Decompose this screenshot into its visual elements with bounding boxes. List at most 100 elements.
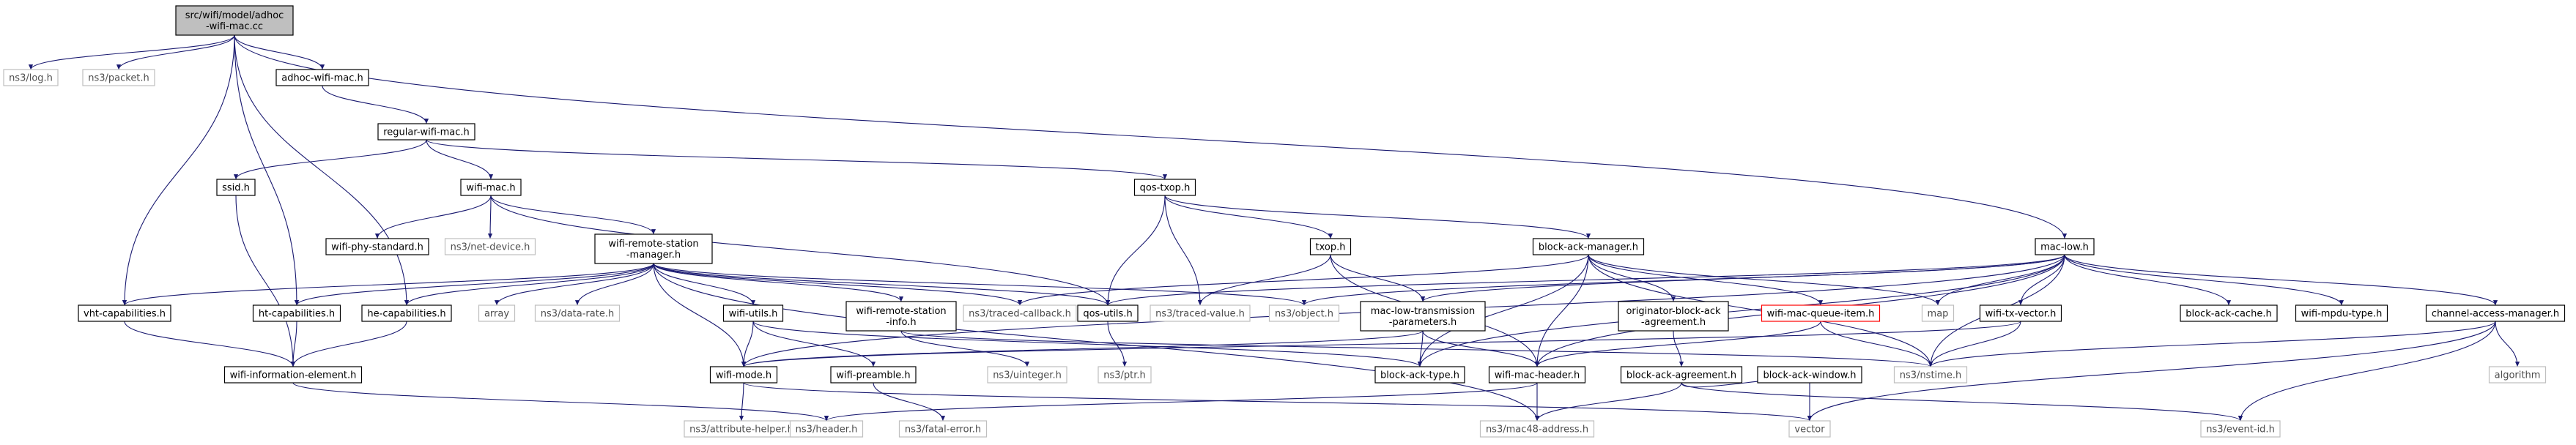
node-fatal: ns3/fatal-error.h bbox=[898, 420, 988, 438]
edge-wrsm-to-he bbox=[404, 263, 654, 306]
edge-root-to-maclow bbox=[234, 34, 2067, 239]
edge-qosutils-to-ptr bbox=[1107, 321, 1128, 367]
edge-maclow-to-cam bbox=[2064, 254, 2498, 306]
node-box bbox=[1268, 304, 1340, 322]
edge-txvector-to-nstime bbox=[1928, 321, 2021, 367]
edge-wifiutils-to-preamble bbox=[752, 321, 876, 367]
node-baagree[interactable]: block-ack-agreement.h bbox=[1620, 366, 1743, 384]
edge-cam-to-vector bbox=[1807, 321, 2496, 422]
node-wrsi[interactable]: wifi-remote-station-info.h bbox=[845, 301, 957, 332]
node-box bbox=[377, 123, 475, 141]
edge-cam-to-nstime bbox=[1928, 321, 2496, 367]
node-qosutils[interactable]: qos-utils.h bbox=[1077, 304, 1139, 322]
node-label: vector bbox=[1794, 425, 1825, 435]
node-mltp[interactable]: mac-low-transmission-parameters.h bbox=[1360, 301, 1486, 332]
edge-oba-to-baagree bbox=[1673, 330, 1684, 367]
node-root[interactable]: src/wifi/model/adhoc-wifi-mac.cc bbox=[175, 5, 294, 36]
node-box bbox=[830, 366, 917, 384]
edge-wmqi-to-nstime bbox=[1820, 321, 1933, 367]
node-preamble[interactable]: wifi-preamble.h bbox=[830, 366, 917, 384]
node-wifimac[interactable]: wifi-mac.h bbox=[460, 179, 522, 196]
node-label: ns3/traced-value.h bbox=[1155, 309, 1245, 320]
edge-wifimac-to-qosutils bbox=[490, 195, 1111, 306]
node-box bbox=[3, 69, 59, 86]
node-box bbox=[1479, 420, 1595, 438]
node-box bbox=[1077, 304, 1139, 322]
node-log: ns3/log.h bbox=[3, 69, 59, 86]
edge-qostxop-to-qosutils bbox=[1105, 195, 1166, 306]
node-wifimode[interactable]: wifi-mode.h bbox=[709, 366, 778, 384]
node-txop[interactable]: txop.h bbox=[1309, 238, 1352, 255]
edge-maclow-to-mpdutype bbox=[2064, 254, 2344, 306]
node-box bbox=[898, 420, 988, 438]
node-wmh[interactable]: wifi-mac-header.h bbox=[1488, 366, 1586, 384]
node-maclow[interactable]: mac-low.h bbox=[2035, 238, 2095, 255]
node-adhoc[interactable]: adhoc-wifi-mac.h bbox=[275, 69, 369, 86]
node-txvector[interactable]: wifi-tx-vector.h bbox=[1979, 304, 2062, 322]
node-box bbox=[325, 238, 429, 255]
node-wifiutils[interactable]: wifi-utils.h bbox=[722, 304, 784, 322]
node-label: -manager.h bbox=[626, 250, 681, 261]
edge-wrsm-to-wifimode bbox=[653, 263, 747, 367]
node-algorithm: algorithm bbox=[2488, 366, 2547, 384]
edge-preamble-to-fatal bbox=[873, 382, 946, 422]
node-ssid[interactable]: ssid.h bbox=[216, 179, 256, 196]
node-regular[interactable]: regular-wifi-mac.h bbox=[377, 123, 475, 141]
node-qostxop[interactable]: qos-txop.h bbox=[1133, 179, 1196, 196]
node-phystd[interactable]: wifi-phy-standard.h bbox=[325, 238, 429, 255]
edge-wifimode-to-vector bbox=[743, 382, 1812, 422]
node-wmqi[interactable]: wifi-mac-queue-item.h bbox=[1761, 304, 1881, 322]
node-tracedval: ns3/traced-value.h bbox=[1150, 304, 1251, 322]
node-vht[interactable]: vht-capabilities.h bbox=[78, 304, 171, 322]
node-batype[interactable]: block-ack-type.h bbox=[1374, 366, 1465, 384]
node-netdev: ns3/net-device.h bbox=[444, 238, 536, 255]
edge-maclow-to-qosutils bbox=[1106, 254, 2065, 306]
edge-regular-to-wifimac bbox=[426, 139, 494, 180]
node-vector: vector bbox=[1788, 420, 1831, 438]
node-oba[interactable]: originator-block-ack-agreement.h bbox=[1618, 301, 1729, 332]
node-label: mac-low-transmission bbox=[1371, 306, 1475, 317]
node-label: ns3/fatal-error.h bbox=[905, 425, 981, 435]
node-bawin[interactable]: block-ack-window.h bbox=[1757, 366, 1862, 384]
edge-vht-to-wie bbox=[124, 321, 296, 367]
edge-wrsm-to-tracedcb bbox=[653, 263, 1022, 306]
node-label: ns3/nstime.h bbox=[1900, 370, 1961, 381]
node-label: wifi-mac.h bbox=[466, 183, 515, 194]
edge-bam-to-map bbox=[1588, 254, 1940, 306]
node-label: ns3/traced-callback.h bbox=[969, 309, 1071, 320]
node-label: qos-utils.h bbox=[1083, 309, 1132, 320]
node-box bbox=[789, 420, 864, 438]
node-label: ns3/object.h bbox=[1275, 309, 1333, 320]
node-box bbox=[1893, 366, 1968, 384]
node-wie[interactable]: wifi-information-element.h bbox=[223, 366, 363, 384]
node-wrsm[interactable]: wifi-remote-station-manager.h bbox=[594, 233, 713, 264]
node-box bbox=[722, 304, 784, 322]
node-he[interactable]: he-capabilities.h bbox=[361, 304, 452, 322]
edge-wrsm-to-wrsi bbox=[653, 263, 903, 302]
node-ptr: ns3/ptr.h bbox=[1098, 366, 1152, 384]
node-bacache[interactable]: block-ack-cache.h bbox=[2180, 304, 2278, 322]
node-label: block-ack-agreement.h bbox=[1626, 370, 1736, 381]
edge-wifiutils-to-batype bbox=[752, 321, 1422, 367]
node-ht[interactable]: ht-capabilities.h bbox=[252, 304, 341, 322]
node-label: wifi-information-element.h bbox=[230, 370, 357, 381]
node-bam[interactable]: block-ack-manager.h bbox=[1532, 238, 1645, 255]
node-cam[interactable]: channel-access-manager.h bbox=[2425, 304, 2566, 322]
node-label: wifi-tx-vector.h bbox=[1985, 309, 2057, 320]
edge-wifiutils-to-wifimode bbox=[741, 321, 754, 367]
node-box bbox=[1788, 420, 1831, 438]
edge-wifimac-to-netdev bbox=[487, 195, 493, 239]
node-mpdutype[interactable]: wifi-mpdu-type.h bbox=[2295, 304, 2388, 322]
node-box bbox=[1488, 366, 1586, 384]
node-label: mac-low.h bbox=[2040, 242, 2089, 253]
node-box bbox=[444, 238, 536, 255]
edge-regular-to-ssid bbox=[233, 139, 427, 180]
edge-wrsm-to-qosutils bbox=[653, 263, 1110, 306]
edge-root-to-log bbox=[29, 34, 235, 70]
dependency-edges bbox=[29, 34, 2520, 422]
node-label: -parameters.h bbox=[1389, 317, 1457, 328]
node-box bbox=[223, 366, 363, 384]
node-label: block-ack-manager.h bbox=[1539, 242, 1638, 253]
node-label: ssid.h bbox=[222, 183, 250, 194]
edge-root-to-ht bbox=[234, 34, 300, 306]
